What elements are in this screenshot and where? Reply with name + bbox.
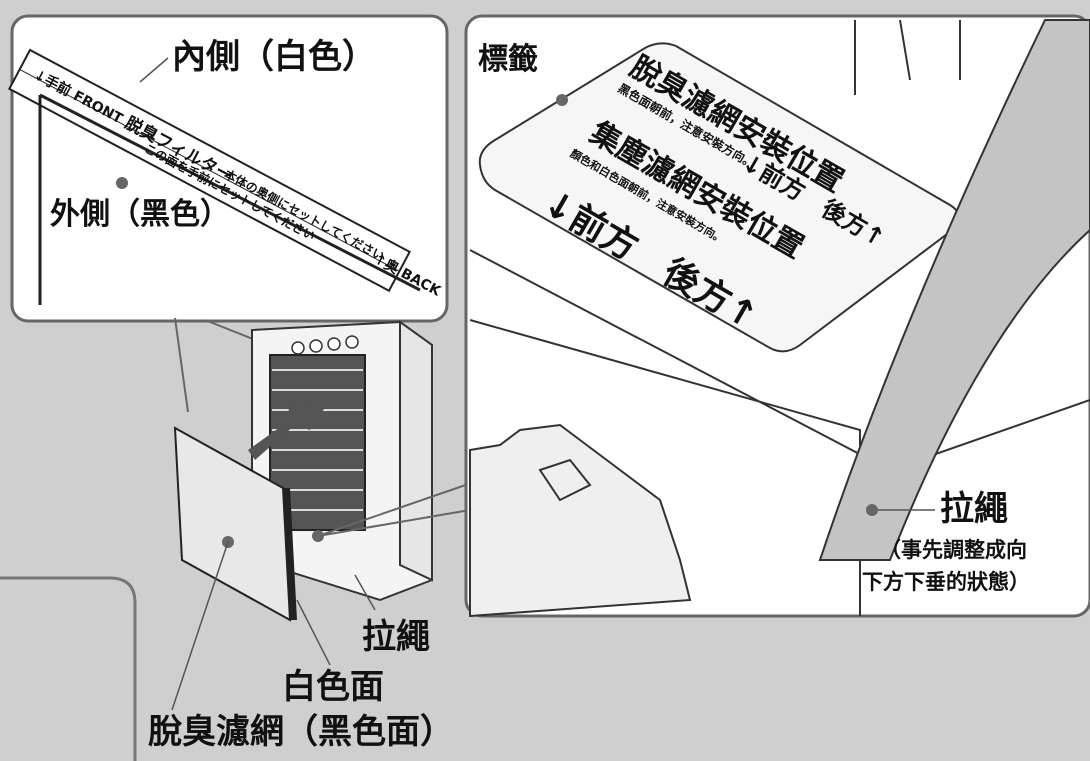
insert-arrow-icon: [248, 400, 330, 460]
main-pull-cord-label: 拉繩: [362, 617, 430, 657]
right-inset: [464, 14, 1090, 618]
filter-label-leader: [171, 541, 229, 711]
inner-label-leader: [139, 57, 169, 83]
filter-panel: [173, 426, 297, 622]
left-inset: [7, 14, 449, 323]
white-side-leader: [296, 599, 331, 666]
outer-side-pointer-dot: [116, 177, 128, 189]
cord-pointer-dot: [866, 504, 878, 516]
label-pointer-dot: [556, 94, 568, 106]
right-pull-cord-label: 拉繩: [940, 489, 1008, 529]
inner-side-label: 內側（白色）: [172, 37, 376, 77]
filter-label: 脫臭濾網（黑色面）: [148, 712, 454, 752]
right-callout-lines: [317, 479, 481, 537]
right-pull-cord-note1: （事先調整成向: [880, 538, 1027, 562]
outer-side-label: 外側（黑色）: [50, 197, 230, 232]
label-callout: 標籤: [478, 42, 538, 77]
cord-leader: [354, 574, 376, 611]
filter-tag-strip: [7, 48, 412, 293]
filter-edge-line: [38, 93, 421, 305]
bottom-left-panel-outline: [0, 576, 137, 761]
dehumidifier-device: [248, 320, 433, 602]
right-pull-cord-note2: 下方下垂的狀態）: [862, 570, 1030, 594]
white-side-label: 白色面: [282, 667, 384, 707]
pull-cord-band: [818, 19, 1090, 561]
